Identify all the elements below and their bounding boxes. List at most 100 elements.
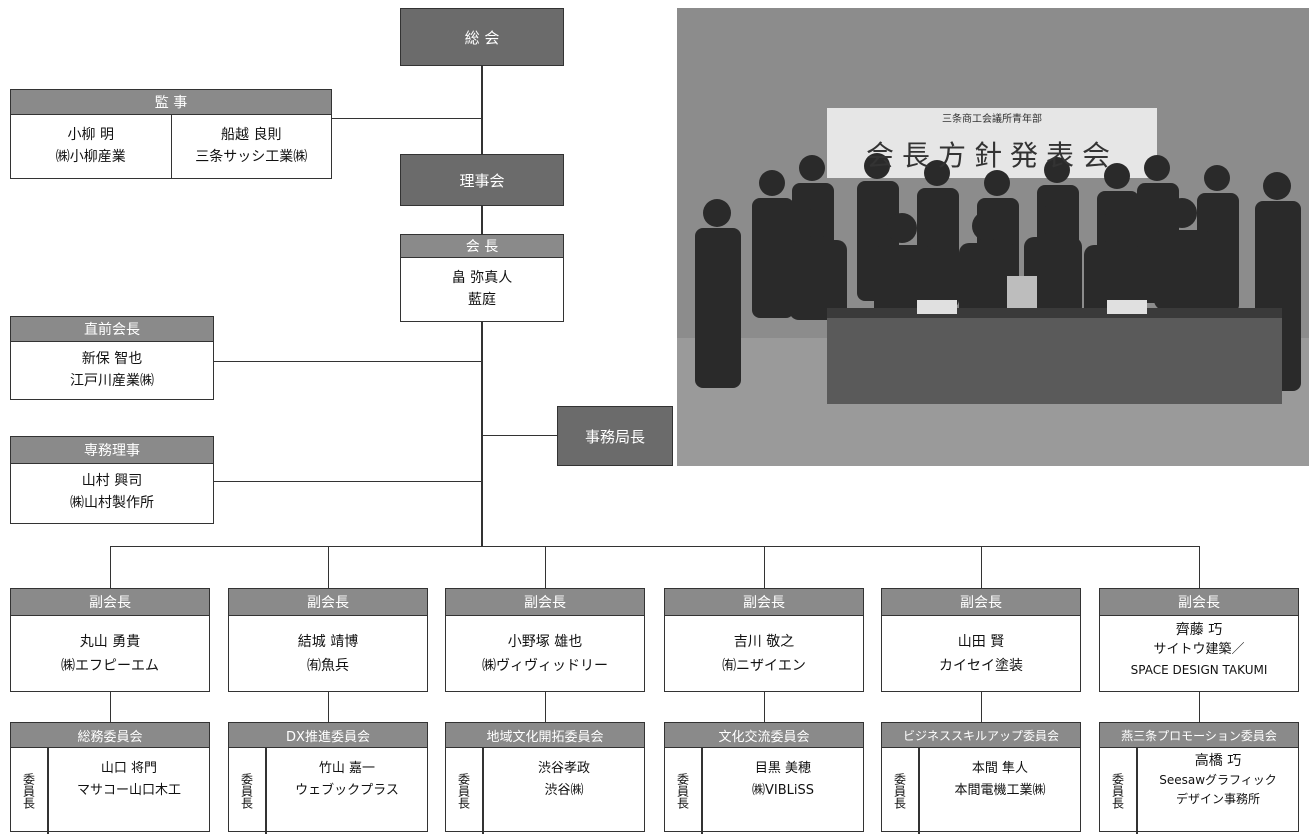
committee-3-chair-company: 渋谷㈱ xyxy=(544,783,584,798)
vice-president-1-title: 副会長 xyxy=(11,589,209,616)
secretariat-label: 事務局長 xyxy=(584,427,645,446)
committee-6-title: 燕三条プロモーション委員会 xyxy=(1100,723,1298,748)
committee-6: 燕三条プロモーション委員会 委員長 高橋 巧 Seesawグラフィック デザイン… xyxy=(1099,722,1299,834)
general-assembly-label: 総 会 xyxy=(464,28,500,47)
committee-5: ビジネススキルアップ委員会 委員長 本間 隼人 本間電機工業㈱ xyxy=(881,722,1081,834)
committee-1: 総務委員会 委員長 山口 将門 マサコー山口木工 xyxy=(10,722,210,834)
committee-3-chair-name: 渋谷孝政 xyxy=(537,761,590,776)
group-photo: 三条商工会議所青年部 会長方針発表会 xyxy=(677,8,1309,466)
committee-3-title: 地域文化開拓委員会 xyxy=(446,723,644,748)
vice-president-6-name: 齊藤 巧 xyxy=(1175,622,1223,638)
connector-line xyxy=(481,206,483,234)
vice-president-6-company-line2: SPACE DESIGN TAKUMI xyxy=(1130,663,1268,677)
general-assembly-box: 総 会 xyxy=(400,8,564,66)
committee-5-chair-name: 本間 隼人 xyxy=(971,761,1029,776)
committee-5-role: 委員長 xyxy=(882,748,919,834)
committee-6-chair-company: Seesawグラフィック xyxy=(1159,773,1277,787)
committee-6-chair-name: 高橋 巧 xyxy=(1194,753,1242,769)
committee-4-chair-name: 目黒 美穂 xyxy=(754,761,812,776)
president-name: 畠 弥真人 xyxy=(451,270,513,286)
photo-banner-small: 三条商工会議所青年部 xyxy=(942,114,1042,125)
auditors-title: 監 事 xyxy=(11,90,331,115)
board-label: 理事会 xyxy=(459,171,505,190)
committee-6-role: 委員長 xyxy=(1100,748,1137,834)
committee-2-chair-name: 竹山 嘉一 xyxy=(318,761,376,776)
vice-president-2-title: 副会長 xyxy=(229,589,427,616)
vice-president-4-title: 副会長 xyxy=(665,589,863,616)
vice-president-2-company: ㈲魚兵 xyxy=(307,658,349,674)
connector-line xyxy=(481,322,483,546)
connector-line xyxy=(332,118,482,119)
connector-line xyxy=(328,546,329,588)
committee-2: DX推進委員会 委員長 竹山 嘉一 ウェブックプラス xyxy=(228,722,428,834)
committee-5-title: ビジネススキルアップ委員会 xyxy=(882,723,1080,748)
committee-4-chair-company: ㈱VIBLiSS xyxy=(751,783,814,798)
vice-president-2: 副会長 結城 靖博 ㈲魚兵 xyxy=(228,588,428,692)
committee-4-title: 文化交流委員会 xyxy=(665,723,863,748)
connector-line xyxy=(1199,546,1200,588)
past-president-box: 直前会長 新保 智也 江戸川産業㈱ xyxy=(10,316,214,400)
connector-line xyxy=(1199,692,1200,722)
committee-1-title: 総務委員会 xyxy=(11,723,209,748)
vice-president-5: 副会長 山田 賢 カイセイ塗装 xyxy=(881,588,1081,692)
president-company: 藍庭 xyxy=(468,292,496,308)
auditor-2-company: 三条サッシ工業㈱ xyxy=(195,149,308,165)
vice-president-5-title: 副会長 xyxy=(882,589,1080,616)
vice-president-5-name: 山田 賢 xyxy=(957,634,1005,650)
committee-3-role: 委員長 xyxy=(446,748,483,834)
secretariat-box: 事務局長 xyxy=(557,406,673,466)
connector-line xyxy=(482,435,557,436)
connector-line xyxy=(328,692,329,722)
vice-president-4-company: ㈲ニザイエン xyxy=(722,658,806,674)
vice-president-6-company: サイトウ建築／ xyxy=(1153,642,1245,657)
vice-president-1: 副会長 丸山 勇貴 ㈱エフピーエム xyxy=(10,588,210,692)
managing-director-box: 専務理事 山村 興司 ㈱山村製作所 xyxy=(10,436,214,524)
past-president-title: 直前会長 xyxy=(11,317,213,342)
auditor-2-name: 船越 良則 xyxy=(221,127,282,143)
auditors-box: 監 事 小柳 明 ㈱小柳産業 船越 良則 三条サッシ工業㈱ xyxy=(10,89,332,179)
committee-4: 文化交流委員会 委員長 目黒 美穂 ㈱VIBLiSS xyxy=(664,722,864,834)
committee-2-chair-company: ウェブックプラス xyxy=(295,783,399,798)
vice-president-4-name: 吉川 敬之 xyxy=(733,634,795,650)
vice-president-5-company: カイセイ塗装 xyxy=(939,658,1023,674)
auditor-1-company: ㈱小柳産業 xyxy=(55,149,126,165)
connector-line xyxy=(481,66,483,154)
auditor-2: 船越 良則 三条サッシ工業㈱ xyxy=(170,115,332,179)
vice-president-3-name: 小野塚 雄也 xyxy=(507,634,583,650)
committee-1-role: 委員長 xyxy=(11,748,48,834)
vice-president-6-title: 副会長 xyxy=(1100,589,1298,616)
committee-1-chair-company: マサコー山口木工 xyxy=(76,783,181,798)
vice-president-3: 副会長 小野塚 雄也 ㈱ヴィヴィッドリー xyxy=(445,588,645,692)
vice-president-2-name: 結城 靖博 xyxy=(297,634,359,650)
managing-director-title: 専務理事 xyxy=(11,437,213,464)
connector-line xyxy=(110,546,1200,547)
vice-president-3-company: ㈱ヴィヴィッドリー xyxy=(482,658,608,674)
past-president-company: 江戸川産業㈱ xyxy=(70,373,154,389)
president-title: 会 長 xyxy=(401,235,563,258)
photo-banner: 会長方針発表会 xyxy=(865,139,1118,172)
vice-president-1-company: ㈱エフピーエム xyxy=(61,658,159,674)
connector-line xyxy=(981,546,982,588)
auditor-1-name: 小柳 明 xyxy=(67,127,114,143)
vice-president-6: 副会長 齊藤 巧 サイトウ建築／ SPACE DESIGN TAKUMI xyxy=(1099,588,1299,692)
vice-president-4: 副会長 吉川 敬之 ㈲ニザイエン xyxy=(664,588,864,692)
committee-5-chair-company: 本間電機工業㈱ xyxy=(954,783,1046,798)
connector-line xyxy=(764,692,765,722)
connector-line xyxy=(110,546,111,588)
connector-line xyxy=(214,481,482,482)
managing-director-name: 山村 興司 xyxy=(81,473,143,489)
committee-4-role: 委員長 xyxy=(665,748,702,834)
committee-2-title: DX推進委員会 xyxy=(229,723,427,748)
past-president-name: 新保 智也 xyxy=(81,351,143,367)
president-box: 会 長 畠 弥真人 藍庭 xyxy=(400,234,564,322)
auditor-1: 小柳 明 ㈱小柳産業 xyxy=(11,115,171,179)
group-photo-image xyxy=(677,8,1309,466)
connector-line xyxy=(110,692,111,722)
connector-line xyxy=(214,361,482,362)
committee-6-chair-company-line2: デザイン事務所 xyxy=(1175,792,1260,806)
vice-president-1-name: 丸山 勇貴 xyxy=(79,634,141,650)
committee-3: 地域文化開拓委員会 委員長 渋谷孝政 渋谷㈱ xyxy=(445,722,645,834)
committee-2-role: 委員長 xyxy=(229,748,266,834)
managing-director-company: ㈱山村製作所 xyxy=(70,495,154,511)
board-box: 理事会 xyxy=(400,154,564,206)
